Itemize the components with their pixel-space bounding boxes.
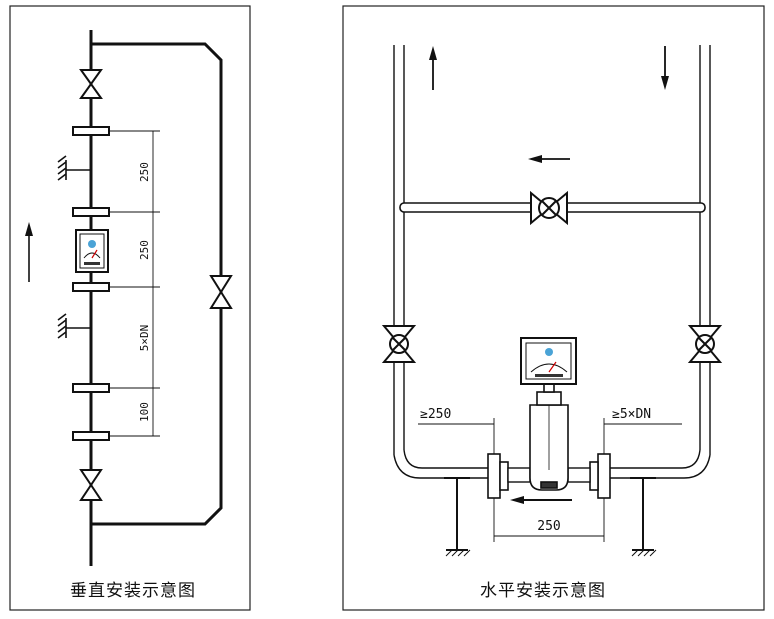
dim-label-250-bottom: 250: [537, 519, 560, 534]
ball-valve-right: [687, 325, 723, 363]
horizontal-caption: 水平安装示意图: [480, 581, 606, 601]
dim-label-250-b: 250: [138, 240, 151, 260]
flange-right-inner: [589, 461, 599, 491]
flange-4: [72, 383, 110, 393]
flange-2: [72, 207, 110, 217]
pipe-support-upper: [57, 155, 91, 181]
vertical-panel: 250 250 5×DN 100: [9, 5, 251, 611]
pipe-segment-left: [507, 467, 531, 483]
flow-arrow-left-bottom: [510, 496, 572, 504]
flowmeter-horizontal: [529, 382, 569, 491]
flow-arrow-up: [25, 222, 33, 282]
support-right: [630, 477, 656, 551]
dim-label-5dn: 5×DN: [138, 325, 151, 352]
pipe-support-lower: [57, 313, 91, 339]
flange-left-inner: [499, 461, 509, 491]
flange-5: [72, 431, 110, 441]
flow-arrow-left: [528, 155, 570, 163]
flange-1: [72, 126, 110, 136]
dim-label-ge-5dn: ≥5×DN: [612, 407, 651, 422]
flow-arrow-up: [429, 46, 437, 90]
ball-valve-left: [381, 325, 417, 363]
gate-valve-bottom: [79, 469, 103, 501]
right-riser-pipe: [610, 45, 711, 479]
horizontal-panel: ≥250 ≥5×DN 250: [342, 5, 765, 611]
dim-label-100: 100: [138, 402, 151, 422]
flange-right-outer: [597, 453, 611, 499]
gate-valve-top: [79, 69, 103, 99]
ball-valve-bypass: [530, 190, 568, 226]
support-left: [444, 477, 470, 551]
left-riser-pipe: [393, 45, 490, 479]
support-right-hatch: [631, 549, 657, 557]
pipe-segment-right: [567, 467, 591, 483]
horizontal-panel-frame: [342, 5, 765, 611]
flowmeter-indicator: [520, 337, 577, 385]
gate-valve-bypass: [209, 275, 233, 309]
horizontal-dimension-lines: [418, 418, 682, 542]
bypass-pipe: [91, 42, 223, 526]
vertical-caption: 垂直安装示意图: [70, 581, 196, 601]
dim-label-250-a: 250: [138, 162, 151, 182]
vertical-panel-frame: [9, 5, 251, 611]
flange-3: [72, 282, 110, 292]
flowmeter-vertical: [75, 229, 109, 273]
dim-label-ge-250: ≥250: [420, 407, 451, 422]
flow-arrow-down: [661, 46, 669, 90]
vertical-dimension-lines: [108, 130, 160, 437]
flange-left-outer: [487, 453, 501, 499]
support-left-hatch: [445, 549, 471, 557]
